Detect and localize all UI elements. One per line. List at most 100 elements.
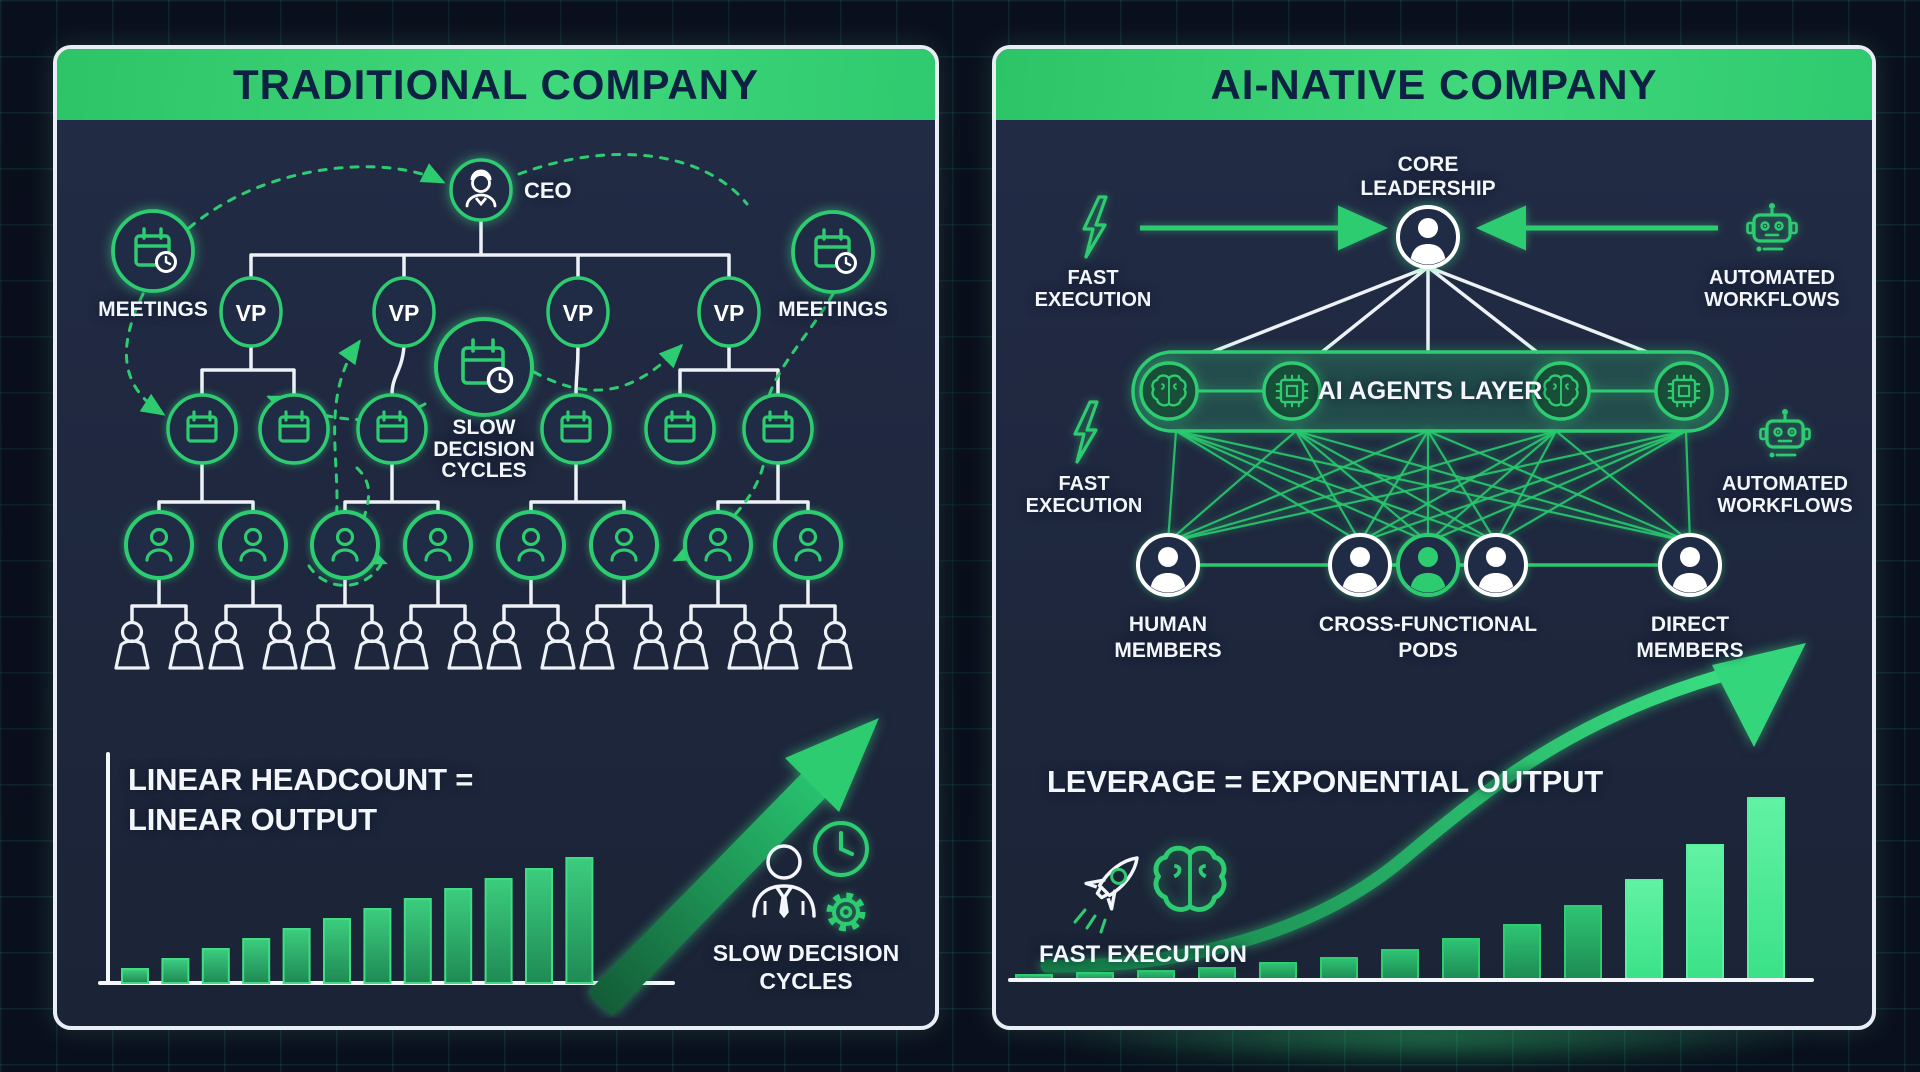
output-bar bbox=[403, 898, 432, 984]
agents-to-members-mesh bbox=[1166, 429, 1692, 544]
mesh-line bbox=[1167, 429, 1687, 544]
robot-icon bbox=[1758, 407, 1812, 460]
traditional-panel-body: VP VP VP VP bbox=[57, 120, 935, 1026]
gear-icon bbox=[826, 892, 866, 932]
robot-icon bbox=[1745, 201, 1799, 254]
staff-person-icon bbox=[354, 620, 390, 670]
meetings-label-left: MEETINGS bbox=[98, 298, 208, 321]
manager-nodes bbox=[124, 510, 843, 580]
calendar-icon bbox=[356, 393, 428, 465]
pod-ai-member-icon bbox=[1398, 535, 1458, 595]
meetings-calendar-icon bbox=[791, 210, 875, 294]
core-leadership-label: CORE LEADERSHIP bbox=[1360, 153, 1496, 200]
slow-decision-cycles-label: SLOW DECISION CYCLES bbox=[433, 416, 535, 482]
leader-person-icon bbox=[1410, 218, 1446, 265]
mesh-line bbox=[1175, 429, 1497, 544]
person-icon bbox=[310, 510, 380, 580]
linear-equation-label: LINEAR HEADCOUNT = LINEAR OUTPUT bbox=[128, 762, 474, 837]
ai-agents-layer-label: AI AGENTS LAYER bbox=[1317, 377, 1543, 405]
output-bar bbox=[1442, 938, 1480, 981]
person-icon bbox=[218, 510, 288, 580]
output-bar bbox=[1625, 879, 1663, 981]
svg-text:VP: VP bbox=[563, 300, 594, 326]
output-bar bbox=[161, 958, 190, 984]
linear-growth-arrow bbox=[587, 718, 879, 1016]
mesh-line bbox=[1175, 429, 1691, 544]
exponential-output-bars bbox=[1015, 797, 1785, 981]
staff-person-icon bbox=[673, 620, 709, 670]
output-bar bbox=[1259, 962, 1297, 981]
ai-native-panel-title: AI-NATIVE COMPANY bbox=[1210, 60, 1658, 108]
org-connector-lines bbox=[130, 218, 837, 622]
meetings-label-right: MEETINGS bbox=[778, 298, 888, 321]
calendar-icon bbox=[258, 393, 330, 465]
vp-node: VP bbox=[697, 276, 761, 348]
svg-text:VP: VP bbox=[714, 300, 745, 326]
businessman-icon bbox=[752, 844, 816, 919]
person-icon bbox=[403, 510, 473, 580]
automated-workflows-label: AUTOMATED WORKFLOWS bbox=[1717, 473, 1853, 517]
mesh-line bbox=[1359, 430, 1557, 543]
ai-native-diagram bbox=[1008, 195, 1814, 982]
mesh-line bbox=[1359, 430, 1429, 543]
staff-person-icon bbox=[208, 620, 244, 670]
pod-member-icon bbox=[1330, 535, 1390, 595]
fast-execution-caption: FAST EXECUTION bbox=[1038, 941, 1248, 968]
meetings-calendar-icon bbox=[111, 209, 195, 293]
ai-native-company-panel: AI-NATIVE COMPANY bbox=[992, 45, 1876, 1030]
lightning-icon bbox=[1082, 195, 1108, 259]
staff-person-icon bbox=[393, 620, 429, 670]
ceo-node bbox=[449, 158, 513, 222]
output-bar bbox=[1320, 957, 1358, 981]
output-bar bbox=[282, 928, 311, 984]
calendar-icon bbox=[540, 393, 612, 465]
mesh-line bbox=[1359, 429, 1687, 544]
output-bar bbox=[1503, 924, 1541, 981]
linear-output-bars bbox=[121, 857, 594, 984]
direct-member-icon bbox=[1660, 535, 1720, 595]
output-bar bbox=[1381, 949, 1419, 981]
cross-functional-pods-label: CROSS-FUNCTIONAL PODS bbox=[1318, 613, 1538, 662]
output-bar bbox=[323, 918, 351, 984]
output-bar bbox=[1564, 905, 1602, 981]
traditional-panel-header: TRADITIONAL COMPANY bbox=[57, 49, 935, 120]
person-icon bbox=[124, 510, 194, 580]
staff-person-icon bbox=[579, 620, 615, 670]
output-bar bbox=[1686, 844, 1724, 981]
vp-node: VP bbox=[372, 276, 436, 348]
mesh-line bbox=[1166, 430, 1178, 543]
traditional-org-chart: VP VP VP VP bbox=[98, 153, 879, 1016]
output-bar bbox=[484, 878, 513, 984]
mesh-line bbox=[1167, 429, 1557, 544]
lightning-icon bbox=[1073, 400, 1099, 464]
brain-icon bbox=[1156, 848, 1224, 909]
human-member-icon bbox=[1138, 535, 1198, 595]
output-bar bbox=[525, 868, 553, 984]
traditional-panel-title: TRADITIONAL COMPANY bbox=[232, 60, 760, 108]
rocket-icon bbox=[1073, 856, 1139, 934]
ai-agents-layer bbox=[1131, 350, 1729, 433]
exponential-growth-arrow bbox=[1040, 643, 1806, 973]
human-members-label: HUMAN MEMBERS bbox=[1114, 613, 1222, 662]
calendar-icon bbox=[644, 393, 716, 465]
fast-execution-label: FAST EXECUTION bbox=[1025, 473, 1143, 517]
mesh-line bbox=[1167, 430, 1297, 543]
exponential-equation-label: LEVERAGE = EXPONENTIAL OUTPUT bbox=[1047, 764, 1604, 799]
output-bar bbox=[363, 908, 392, 984]
output-bar bbox=[565, 857, 594, 984]
person-icon bbox=[589, 510, 659, 580]
calendar-icon bbox=[742, 393, 814, 465]
svg-text:VP: VP bbox=[236, 300, 267, 326]
mesh-line bbox=[1555, 430, 1691, 543]
slow-decision-icon-cluster bbox=[752, 821, 869, 932]
ceo-label: CEO bbox=[524, 178, 572, 203]
person-icon bbox=[683, 510, 753, 580]
mesh-line bbox=[1175, 430, 1361, 543]
staff-person-icon bbox=[168, 620, 204, 670]
mesh-line bbox=[1684, 430, 1692, 543]
leadership-fan-lines bbox=[1210, 265, 1649, 354]
staff-person-icon bbox=[633, 620, 669, 670]
direct-members-label: DIRECT MEMBERS bbox=[1636, 613, 1744, 662]
core-leadership-node bbox=[1396, 205, 1460, 269]
